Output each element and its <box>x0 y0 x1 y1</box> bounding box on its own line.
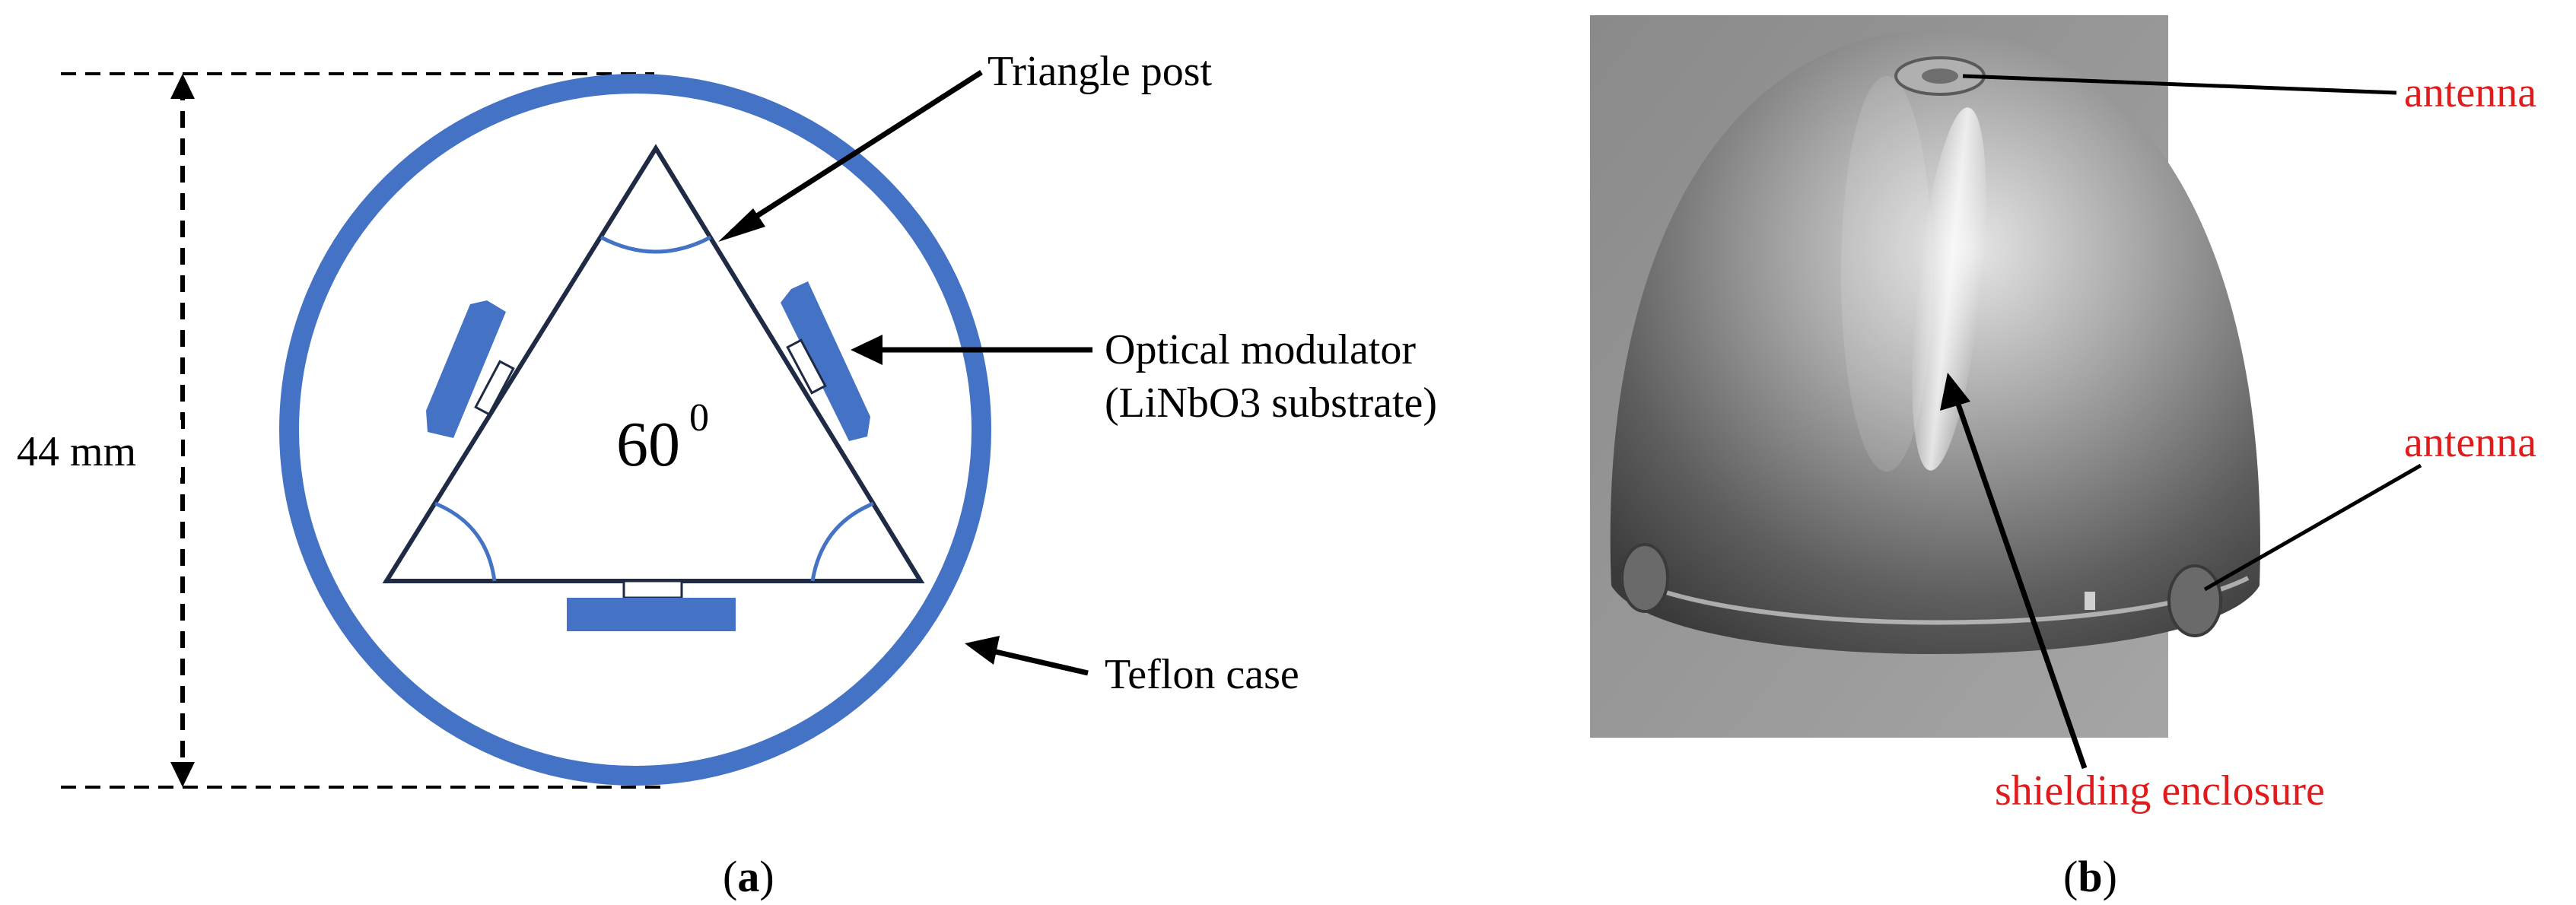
optical-modulator-left <box>426 300 515 438</box>
angle-superscript: 0 <box>689 396 709 440</box>
caption-b: (b) <box>2063 852 2117 901</box>
enclosure-arrow <box>1952 394 2088 770</box>
antenna-side-left-photo <box>1620 543 1669 613</box>
dimension-arrow-down-icon <box>170 762 195 787</box>
angle-arc-right <box>810 501 874 582</box>
panel-a: 44 mm 60 0 Triangle post Opt <box>17 48 1437 901</box>
antenna-side-arrow <box>2203 463 2422 592</box>
dimension-label-bg <box>21 420 181 478</box>
caption-a: (a) <box>723 852 774 901</box>
angle-label: 60 <box>616 409 680 480</box>
triangle-post-label: Triangle post <box>987 48 1213 95</box>
teflon-case-arrow-head-icon <box>965 636 1000 665</box>
optical-modulator-right <box>781 281 870 441</box>
teflon-case-ring <box>279 74 991 786</box>
modulator-label-line1: Optical modulator <box>1105 326 1416 373</box>
enclosure-label: shielding enclosure <box>1995 767 2325 814</box>
antenna-side-label: antenna <box>2404 419 2536 466</box>
dimension-arrow-up-icon <box>170 74 195 99</box>
optical-modulator-bottom <box>567 580 736 631</box>
modulator-arrow-head-icon <box>851 335 883 365</box>
antenna-top-arrow <box>1962 74 2397 95</box>
antenna-top-label: antenna <box>2404 69 2536 116</box>
teflon-case-label: Teflon case <box>1105 651 1299 698</box>
dimension-label: 44 mm <box>17 428 136 475</box>
teflon-case-arrow <box>988 647 1089 676</box>
shielding-enclosure-photo <box>1610 30 2260 654</box>
modulator-label-line2: (LiNbO3 substrate) <box>1105 379 1437 427</box>
triangle-post-arrow <box>730 70 983 234</box>
panel-b: antenna antenna shielding enclosure (b) <box>1590 15 2536 901</box>
angle-arc-left <box>434 501 497 582</box>
enclosure-arrow-head-icon <box>1940 373 1970 411</box>
angle-arc-top <box>599 235 712 254</box>
antenna-side-right-photo <box>2167 564 2222 637</box>
triangle-post-arrow-head-icon <box>718 208 765 242</box>
